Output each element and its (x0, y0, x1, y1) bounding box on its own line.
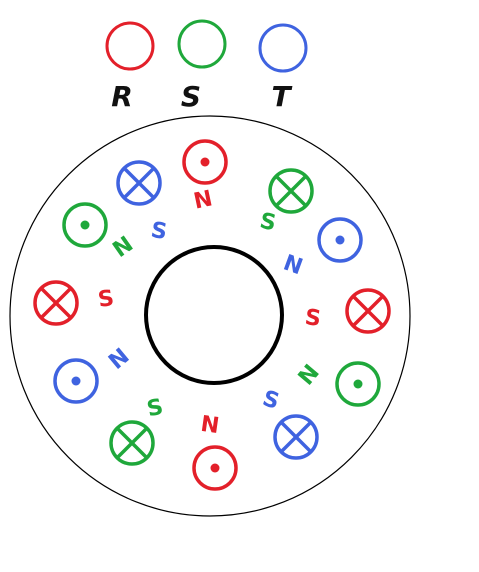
legend-item-t: T (258, 23, 308, 113)
legend-item-r: R (105, 21, 155, 113)
coil-lower-left-green (109, 420, 155, 466)
coil-upper-right-green (268, 168, 314, 214)
rotor-bore (144, 245, 284, 385)
current-in-cross-icon (275, 175, 307, 207)
pole-lower-left-s: S (145, 395, 166, 423)
pole-left-n: N (104, 344, 134, 375)
legend-item-s: S (177, 19, 227, 113)
pole-right-n: N (280, 251, 306, 281)
pole-upper-left-n: N (109, 232, 138, 263)
pole-left-s: S (96, 286, 115, 313)
legend-s-label: S (181, 80, 201, 113)
phase-legend: R S T (105, 19, 308, 113)
pole-upper-right-s: S (258, 209, 279, 237)
coil-upper-left-blue (116, 160, 162, 206)
current-out-dot-icon (71, 376, 81, 386)
coil-ring (268, 168, 314, 214)
coil-right-red (345, 288, 391, 334)
coil-top (182, 139, 228, 185)
coil-left-blue (53, 358, 99, 404)
coil-upper-left-green (62, 202, 108, 248)
coil-ring (317, 217, 363, 263)
coil-lower-right-blue (273, 414, 319, 460)
coil-ring (116, 160, 162, 206)
legend-s-circle (177, 19, 227, 69)
coil-bottom (192, 445, 238, 491)
coil-ring (33, 280, 79, 326)
pole-right-s: S (303, 305, 322, 332)
pole-lower-right-s: S (259, 386, 282, 415)
pole-upper-left-s: S (149, 218, 169, 245)
current-in-cross-icon (116, 427, 148, 459)
coil-ring (62, 202, 108, 248)
pole-bottom-n: N (199, 412, 221, 439)
legend-t-circle (258, 23, 308, 73)
coil-ring (109, 420, 155, 466)
pole-labels: N S N S N S N S N S N S (96, 186, 324, 439)
current-in-cross-icon (280, 421, 312, 453)
coil-ring (335, 361, 381, 407)
coil-ring (53, 358, 99, 404)
coil-ring (273, 414, 319, 460)
pole-lower-right-n: N (294, 360, 325, 390)
coil-ring (182, 139, 228, 185)
stator-coils (33, 139, 391, 491)
stator-outline (9, 115, 411, 517)
current-out-dot-icon (80, 220, 90, 230)
legend-r-circle (105, 21, 155, 71)
coil-lower-right-green (335, 361, 381, 407)
pole-top-n: N (191, 186, 214, 214)
current-in-cross-icon (123, 167, 155, 199)
coil-ring (345, 288, 391, 334)
current-in-cross-icon (352, 295, 384, 327)
coil-ring (192, 445, 238, 491)
current-out-dot-icon (210, 463, 220, 473)
current-out-dot-icon (353, 379, 363, 389)
coil-left-red (33, 280, 79, 326)
current-out-dot-icon (200, 157, 210, 167)
legend-r-label: R (111, 80, 133, 113)
current-in-cross-icon (40, 287, 72, 319)
current-out-dot-icon (335, 235, 345, 245)
legend-t-label: T (271, 80, 292, 113)
coil-right-blue (317, 217, 363, 263)
